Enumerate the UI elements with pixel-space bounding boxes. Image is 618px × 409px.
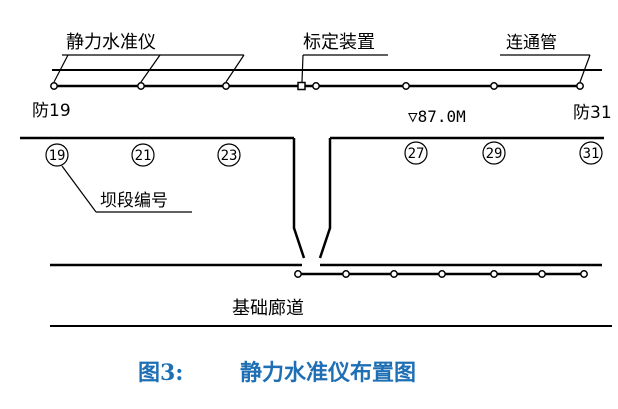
- section-circle: [217, 143, 241, 167]
- leader-lines: [53, 54, 591, 83]
- section-circles: [45, 141, 603, 167]
- instrument-point: [580, 270, 588, 278]
- figure-number: 图3:: [138, 360, 183, 386]
- instrument-point: [222, 82, 230, 90]
- instrument-point: [137, 82, 145, 90]
- section-circle: [45, 143, 69, 167]
- figure-title: 静力水准仪布置图: [240, 360, 416, 386]
- calibration-device-label: 标定装置: [303, 32, 375, 53]
- instrument-point: [490, 82, 498, 90]
- section-numbers: 19 21 23 27 29 31: [49, 146, 600, 164]
- connecting-pipe-label: 连通管: [506, 33, 557, 53]
- section-number: 29: [486, 146, 503, 162]
- gallery-label: 基础廊道: [232, 298, 304, 319]
- lower-instruments: [294, 270, 588, 278]
- instrument-point: [538, 270, 546, 278]
- station-right-label: 防31: [573, 103, 612, 123]
- section-number: 21: [135, 148, 152, 164]
- instrument-point: [490, 270, 498, 278]
- instrument-point: [402, 82, 410, 90]
- instrument-point: [438, 270, 446, 278]
- instrument-point: [342, 270, 350, 278]
- instrument-point: [50, 82, 58, 90]
- section-circle: [131, 143, 155, 167]
- section-circle: [579, 141, 603, 165]
- section-leader: [61, 165, 192, 213]
- instrument-point: [576, 82, 584, 90]
- calibration-device-marker: [297, 81, 306, 91]
- instrument-point: [294, 270, 302, 278]
- instrument-point: [390, 270, 398, 278]
- elevation-label: ▽87.0M: [408, 107, 466, 126]
- section-number: 23: [221, 148, 238, 164]
- dam-outline: [20, 136, 604, 267]
- instrument-point: [312, 82, 320, 90]
- section-number: 27: [408, 146, 425, 162]
- section-circle: [482, 141, 506, 165]
- section-circle: [404, 141, 428, 165]
- leveling-instrument-label: 静力水准仪: [66, 32, 156, 53]
- station-left-label: 防19: [32, 101, 71, 121]
- upper-instruments: [50, 82, 584, 90]
- section-number: 19: [49, 148, 66, 164]
- section-number-label: 坝段编号: [100, 191, 168, 211]
- section-number: 31: [583, 146, 600, 162]
